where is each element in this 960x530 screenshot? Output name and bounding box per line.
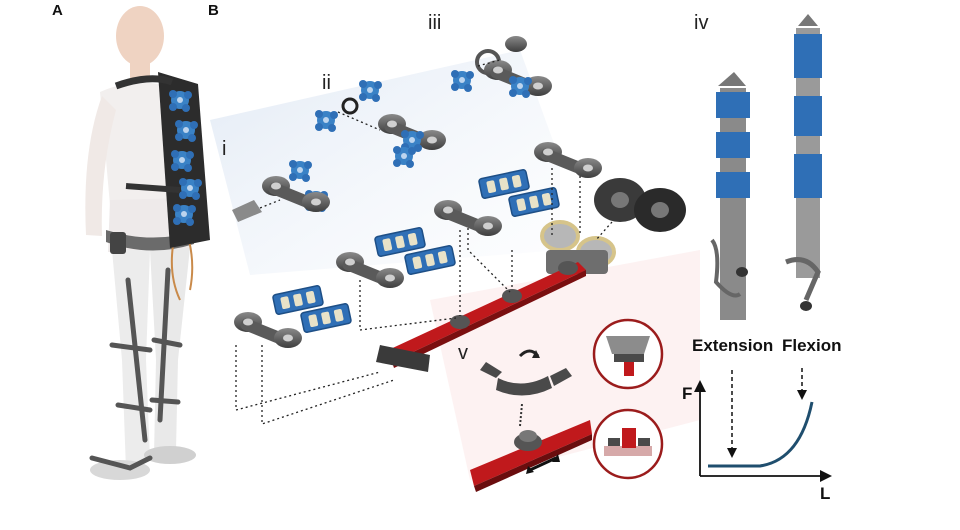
sub-label-iv: iv: [694, 12, 709, 34]
main-exploded-assembly: [234, 142, 686, 372]
flexion-label: Flexion: [782, 336, 842, 355]
human-figure-illustration: [85, 6, 210, 480]
extension-label: Extension: [692, 336, 774, 355]
subassembly-i: [232, 160, 330, 222]
sub-label-i: i: [222, 138, 227, 160]
assembly-lines: [235, 168, 613, 425]
sub-label-ii: ii: [322, 72, 331, 94]
detail-iv-stacks: [710, 14, 822, 320]
sub-label-v: v: [458, 342, 468, 364]
detail-v: [470, 318, 664, 492]
panel-label-a: A: [52, 2, 63, 19]
graph-x-label: L: [820, 484, 831, 503]
subassembly-ii: [315, 80, 446, 168]
force-curve: [708, 401, 814, 468]
subassembly-iii: [451, 36, 552, 98]
graph-y-label: F: [682, 384, 693, 403]
force-length-graph: [694, 368, 832, 482]
panel-label-b: B: [208, 2, 219, 19]
sub-label-iii: iii: [428, 12, 442, 34]
